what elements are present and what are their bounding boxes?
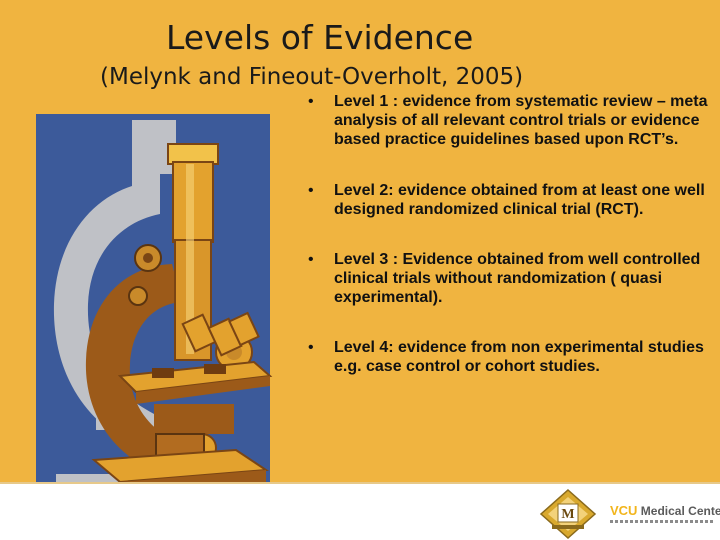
vcu-tagline-rule (610, 520, 714, 523)
vcu-mark: VCU (610, 503, 638, 518)
magnet-recognition-logo-icon: M (539, 489, 597, 539)
vcu-medical-center-logo: VCU Medical Center (610, 503, 720, 518)
bullet-level-2: • Level 2: evidence obtained from at lea… (306, 181, 714, 219)
bullet-text: Level 1 : evidence from systematic revie… (334, 93, 708, 148)
slide-title: Levels of Evidence (166, 18, 474, 57)
vcu-name: Medical Center (640, 504, 720, 518)
footer-divider (0, 482, 720, 484)
microscope-icon (36, 114, 273, 538)
bullet-dot: • (308, 339, 314, 356)
bullet-text: Level 3 : Evidence obtained from well co… (334, 251, 701, 306)
bullet-level-4: • Level 4: evidence from non experimenta… (306, 338, 714, 376)
bullet-text: Level 4: evidence from non experimental … (334, 339, 704, 375)
footer-bar (0, 482, 720, 540)
bullet-level-3: • Level 3 : Evidence obtained from well … (306, 250, 714, 307)
slide-subtitle: (Melynk and Fineout-Overholt, 2005) (100, 64, 524, 90)
bullet-dot: • (308, 182, 314, 199)
evidence-levels-list: • Level 1 : evidence from systematic rev… (306, 92, 714, 376)
bullet-dot: • (308, 251, 314, 268)
bullet-level-1: • Level 1 : evidence from systematic rev… (306, 92, 714, 149)
bullet-dot: • (308, 93, 314, 110)
logo-letter: M (561, 507, 574, 522)
bullet-text: Level 2: evidence obtained from at least… (334, 182, 705, 218)
